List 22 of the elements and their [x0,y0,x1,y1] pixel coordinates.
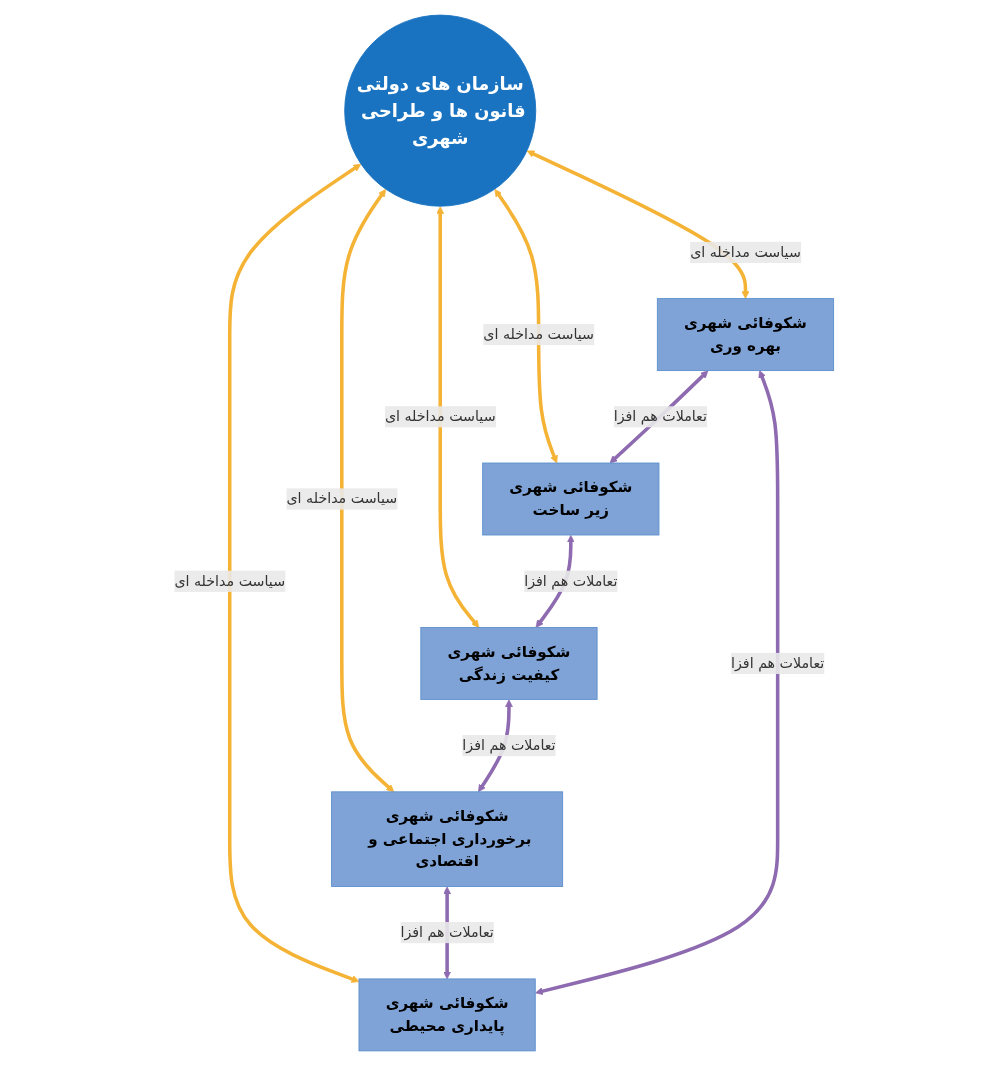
edge-label: تعاملات هم افزا [730,654,824,671]
node-box: شکوفائی شهری بهره وری [656,297,834,371]
edge-label: سیاست مداخله ای [173,571,285,589]
arrow [339,188,394,792]
node-circle: سازمان های دولتی قانون ها و طراحی شهری [343,14,536,207]
edge-label: سیاست مداخله ای [285,489,397,507]
edge-label: سیاست مداخله ای [384,407,496,425]
arrow [526,149,749,299]
edge-label: سیاست مداخله ای [689,243,801,260]
arrow [494,188,558,463]
arrow [227,163,361,983]
node-box: شکوفائی شهری پایداری محیطی [358,977,536,1051]
edge-label: تعاملات هم افزا [461,736,556,754]
node-box: شکوفائی شهری زیر ساخت [481,462,659,535]
edge-label: تعاملات هم افزا [613,407,707,425]
node-box: شکوفائی شهری کیفیت زندگی [419,626,598,700]
arrow [609,370,708,463]
node-box: شکوفائی شهری برخورداری اجتماعی و اقتصادی [330,790,563,887]
edge-label: سیاست مداخله ای [482,325,594,343]
arrow [435,205,479,628]
edge-label: تعاملات هم افزا [523,571,617,589]
edge-label: تعاملات هم افزا [400,923,494,941]
